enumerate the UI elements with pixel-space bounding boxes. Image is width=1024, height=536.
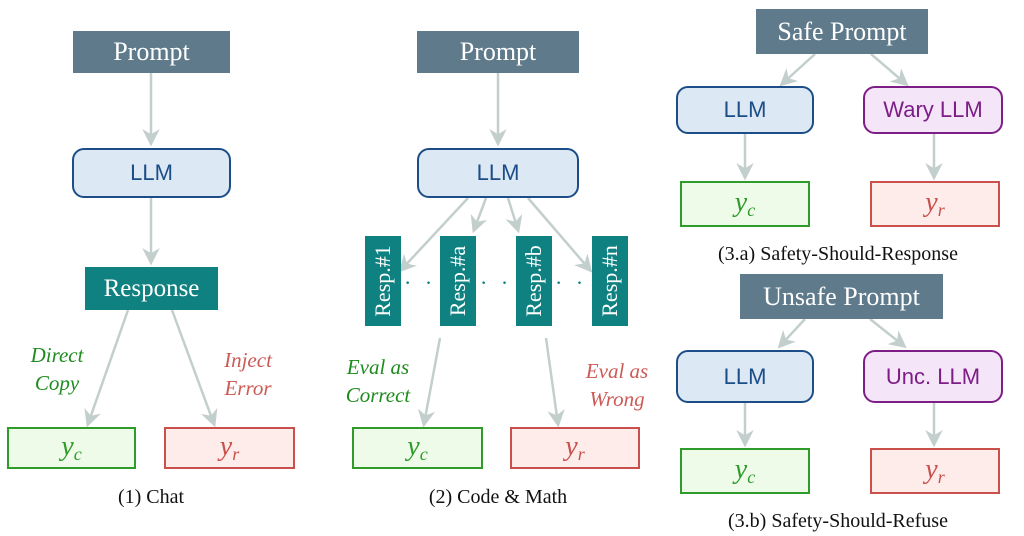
code-yr-var: yr (565, 431, 585, 464)
code-response-1: Resp.#1 (365, 236, 401, 326)
unsafe-prompt-box: Unsafe Prompt (740, 274, 943, 319)
code-yc-var: yc (407, 431, 428, 464)
safe-yc-box: yc (680, 181, 810, 227)
code-response-a: Resp.#a (440, 236, 476, 326)
safe-llm-label: LLM (723, 97, 767, 122)
safe-prompt-box: Safe Prompt (756, 9, 928, 54)
chat-prompt-box: Prompt (73, 31, 230, 73)
safe-yr-box: yr (870, 181, 1000, 227)
arrow-code-llm-respb (505, 197, 523, 234)
chat-llm-box: LLM (72, 148, 231, 198)
safety-response-caption: (3.a) Safety-Should-Response (718, 243, 958, 265)
chat-direct-copy-label: Direct Copy (22, 341, 92, 397)
code-label-left-line2: Correct (345, 383, 411, 407)
code-llm-box: LLM (417, 148, 579, 198)
chat-inject-error-label: Inject Error (212, 346, 284, 402)
chat-response-box: Response (85, 267, 218, 310)
chat-yr-var: yr (219, 431, 240, 464)
code-llm-label: LLM (476, 160, 520, 185)
unc-llm-label: Unc. LLM (885, 363, 981, 389)
chat-response-label: Response (103, 274, 200, 302)
arrow-code-llm-respa (470, 197, 488, 234)
unsafe-prompt-label: Unsafe Prompt (763, 281, 920, 311)
code-response-a-label: Resp.#a (445, 245, 471, 317)
code-yc-box: yc (352, 427, 483, 469)
code-response-n-label: Resp.#n (597, 245, 622, 317)
arrow-code-respb-yr (544, 337, 565, 428)
code-label-right-line1: Eval as (585, 359, 649, 383)
unsafe-llm-box: LLM (676, 350, 814, 403)
unsafe-llm-label: LLM (723, 363, 767, 389)
unsafe-yc-var: yc (734, 454, 756, 487)
chat-yc-var: yc (61, 431, 82, 464)
chat-prompt-label: Prompt (113, 37, 190, 66)
code-prompt-box: Prompt (417, 31, 579, 73)
safe-llm-box: LLM (676, 86, 814, 134)
unsafe-yr-box: yr (870, 448, 1000, 494)
code-response-b-label: Resp.#b (521, 245, 546, 317)
safe-prompt-label: Safe Prompt (777, 16, 907, 46)
arrow-unsafe-prompt-llm (777, 318, 806, 349)
code-label-left-line1: Eval as (346, 355, 410, 379)
unsafe-yr-var: yr (925, 454, 945, 487)
wary-llm-label: Wary LLM (883, 97, 983, 122)
arrow-chat-response-yc (84, 309, 130, 428)
unc-llm-box: Unc. LLM (863, 350, 1003, 403)
safe-yc-var: yc (734, 187, 756, 220)
arrow-chat-response-yr (170, 309, 218, 428)
arrow-safe-prompt-llm (779, 53, 816, 87)
code-response-n: Resp.#n (592, 236, 628, 326)
arrow-safe-prompt-wary (870, 53, 909, 87)
arrow-code-respa-yc (417, 337, 442, 428)
unsafe-yc-box: yc (680, 448, 810, 494)
safety-refuse-caption: (3.b) Safety-Should-Refuse (728, 510, 948, 532)
code-eval-correct-label: Eval as Correct (332, 353, 424, 409)
code-prompt-label: Prompt (459, 37, 537, 66)
code-eval-wrong-label: Eval as Wrong (572, 357, 662, 413)
arrow-code-llm-respn (527, 197, 593, 273)
arrow-code-llm-resp1 (398, 197, 469, 273)
chat-yc-box: yc (7, 427, 136, 469)
chat-llm-label: LLM (130, 160, 173, 185)
arrow-unsafe-prompt-unc (869, 318, 907, 349)
safe-yr-var: yr (925, 187, 945, 220)
chat-yr-box: yr (164, 427, 295, 469)
code-response-1-label: Resp.#1 (370, 245, 395, 317)
chat-label-left-line1: Direct (30, 343, 84, 367)
wary-llm-box: Wary LLM (863, 86, 1003, 134)
code-response-b: Resp.#b (516, 236, 552, 326)
chat-label-right-line1: Inject (224, 348, 272, 372)
chat-label-right-line2: Error (224, 376, 272, 400)
chat-caption: (1) Chat (117, 486, 185, 508)
code-yr-box: yr (510, 427, 640, 469)
chat-label-left-line2: Copy (34, 371, 80, 395)
code-label-right-line2: Wrong (589, 387, 645, 411)
code-caption: (2) Code & Math (428, 486, 568, 508)
